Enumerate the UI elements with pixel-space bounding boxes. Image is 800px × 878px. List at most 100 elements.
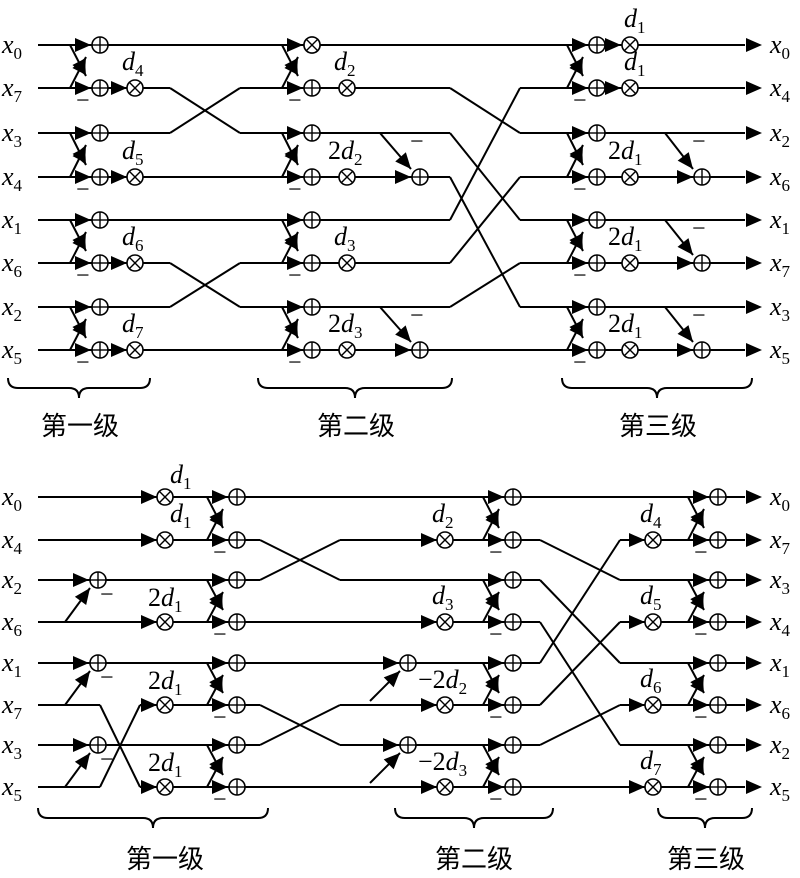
adder-node-icon (228, 736, 246, 754)
coefficient-label: −2d3 (418, 747, 467, 780)
stage-brace (657, 807, 753, 829)
output-label: x3 (769, 292, 790, 325)
adder-node-icon (693, 168, 711, 186)
multiplier-node-icon (436, 613, 454, 631)
arrow-head-icon (677, 256, 693, 270)
multiplier-node-icon (644, 613, 662, 631)
arrow-head-icon (284, 319, 298, 337)
coefficient-label: 2d1 (608, 136, 643, 169)
signal-line (449, 87, 521, 134)
multiplier-node-icon (156, 778, 174, 796)
arrow-head-icon (72, 57, 86, 75)
minus-sign: − (288, 177, 302, 203)
signal-line (169, 262, 241, 308)
arrow-head-icon (746, 213, 762, 227)
adder-node-icon (89, 571, 107, 589)
minus-sign: − (694, 705, 708, 731)
arrow-head-icon (209, 675, 223, 693)
signal-line (539, 579, 621, 664)
adder-node-icon (91, 36, 109, 54)
stage-label-2: 第二级 (435, 845, 513, 875)
coefficient-label: d7 (640, 746, 662, 779)
multiplier-node-icon (621, 168, 639, 186)
adder-node-icon (91, 254, 109, 272)
input-label: x4 (1, 162, 23, 195)
adder-node-icon (303, 298, 321, 316)
adder-node-icon (399, 654, 417, 672)
adder-node-icon (588, 79, 606, 97)
minus-sign: − (489, 705, 503, 731)
arrow-head-icon (746, 656, 762, 670)
minus-sign: − (76, 263, 90, 289)
arrow-head-icon (421, 698, 437, 712)
arrow-head-icon (75, 213, 91, 227)
arrow-head-icon (677, 343, 693, 357)
output-label: x1 (769, 205, 790, 238)
arrow-head-icon (488, 780, 504, 794)
adder-node-icon (504, 654, 522, 672)
output-label: x2 (769, 118, 790, 151)
arrow-head-icon (572, 81, 588, 95)
arrow-head-icon (746, 170, 762, 184)
arrow-head-icon (746, 256, 762, 270)
arrow-head-icon (284, 57, 298, 75)
input-label: x1 (1, 205, 22, 238)
arrow-head-icon (677, 152, 693, 169)
stage-label-1: 第一级 (41, 412, 119, 442)
signal-line (259, 704, 341, 746)
arrow-head-icon (141, 698, 157, 712)
arrow-head-icon (111, 343, 127, 357)
adder-node-icon (89, 654, 107, 672)
arrow-head-icon (629, 615, 645, 629)
input-label: x7 (1, 690, 23, 723)
arrow-head-icon (287, 170, 303, 184)
multiplier-node-icon (621, 254, 639, 272)
adder-node-icon (709, 654, 727, 672)
signal-line (169, 87, 241, 134)
adder-node-icon (504, 531, 522, 549)
arrow-head-icon (746, 126, 762, 140)
adder-node-icon (399, 736, 417, 754)
arrow-head-icon (572, 38, 588, 52)
output-label: x2 (769, 730, 790, 763)
arrow-head-icon (383, 656, 399, 670)
arrow-head-icon (677, 325, 693, 342)
output-label: x6 (769, 162, 790, 195)
arrow-head-icon (605, 38, 621, 52)
input-label: x7 (1, 73, 23, 106)
coefficient-label: 2d1 (608, 222, 643, 255)
arrow-head-icon (421, 780, 437, 794)
adder-node-icon (504, 488, 522, 506)
adder-node-icon (709, 488, 727, 506)
minus-sign: − (573, 350, 587, 376)
input-label: x0 (1, 482, 22, 515)
adder-node-icon (709, 696, 727, 714)
adder-node-icon (91, 168, 109, 186)
minus-sign: − (288, 88, 302, 114)
coefficient-label: 2d1 (148, 666, 183, 699)
input-label: x6 (1, 248, 22, 281)
minus-sign: − (76, 88, 90, 114)
input-label: x1 (1, 648, 22, 681)
arrow-head-icon (75, 170, 91, 184)
signal-line (539, 539, 621, 581)
adder-node-icon (504, 571, 522, 589)
arrow-head-icon (212, 615, 228, 629)
adder-node-icon (303, 124, 321, 142)
arrow-head-icon (746, 615, 762, 629)
coefficient-label: d3 (334, 222, 356, 255)
arrow-head-icon (395, 343, 411, 357)
stage-brace (257, 377, 453, 399)
arrow-head-icon (693, 656, 709, 670)
adder-node-icon (504, 736, 522, 754)
input-label: x4 (1, 525, 23, 558)
coefficient-label: d7 (122, 309, 144, 342)
arrow-head-icon (572, 170, 588, 184)
adder-node-icon (693, 254, 711, 272)
output-label: x0 (769, 482, 790, 515)
arrow-head-icon (395, 170, 411, 184)
arrow-head-icon (629, 698, 645, 712)
coefficient-label: d6 (122, 222, 144, 255)
arrow-head-icon (629, 533, 645, 547)
